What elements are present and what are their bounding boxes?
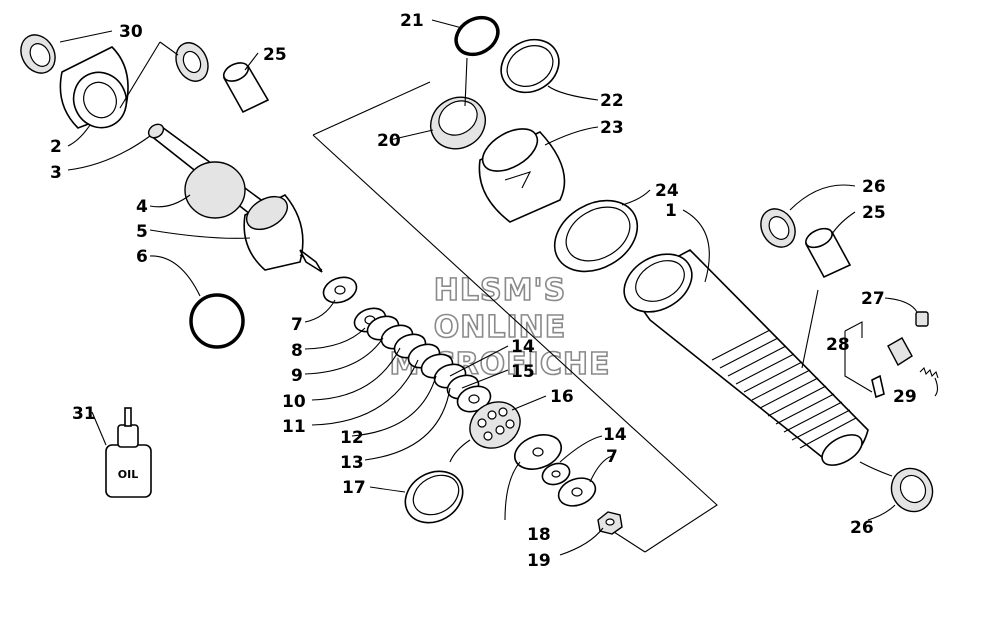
callout-4: 4 — [136, 197, 148, 217]
callout-14-lower: 14 — [603, 425, 627, 445]
callout-2: 2 — [50, 137, 62, 157]
callout-27: 27 — [861, 289, 885, 309]
shim-stack — [353, 307, 492, 413]
screw-27 — [915, 311, 929, 327]
callouts: 30 25 2 3 4 5 6 7 8 9 10 11 12 13 14 15 … — [50, 11, 917, 571]
callout-26-lower: 26 — [850, 518, 874, 538]
washer-7-upper — [322, 276, 358, 304]
callout-8: 8 — [291, 341, 303, 361]
sleeve-25-right — [804, 227, 852, 279]
callout-19: 19 — [527, 551, 551, 571]
callout-11: 11 — [282, 417, 306, 437]
watermark-line-2: ONLINE — [434, 310, 567, 345]
nut-19 — [597, 511, 623, 535]
callout-7-upper: 7 — [291, 315, 303, 335]
seal-22 — [500, 38, 560, 94]
valve-28 — [871, 337, 913, 399]
sleeve-25-upper — [222, 62, 270, 114]
oil-label: OIL — [118, 468, 138, 481]
oil-bottle-31: OIL — [105, 407, 152, 498]
o-ring-21 — [454, 15, 500, 57]
callout-18: 18 — [527, 525, 551, 545]
callout-25-right: 25 — [862, 203, 886, 223]
callout-6: 6 — [136, 247, 148, 267]
callout-15: 15 — [511, 362, 535, 382]
callout-21: 21 — [400, 11, 424, 31]
bumper-4 — [184, 161, 246, 219]
spring-29 — [919, 366, 939, 379]
bushing-26-lower — [890, 467, 934, 513]
housing-23 — [478, 128, 566, 223]
callout-28: 28 — [826, 335, 850, 355]
piston-16 — [469, 401, 521, 449]
callout-1: 1 — [665, 201, 677, 221]
shock-body-1 — [623, 249, 869, 466]
callout-14-upper: 14 — [511, 337, 535, 357]
washer-lower-large — [513, 434, 563, 470]
seal-24 — [553, 199, 639, 273]
bushing-30-right — [175, 42, 209, 82]
callout-5: 5 — [136, 222, 148, 242]
callout-20: 20 — [377, 131, 401, 151]
callout-24: 24 — [655, 181, 679, 201]
callout-9: 9 — [291, 366, 303, 386]
o-ring-6 — [189, 293, 245, 349]
eyelet-housing-2 — [59, 46, 129, 129]
callout-25-upper: 25 — [263, 45, 287, 65]
callout-7-lower: 7 — [606, 447, 618, 467]
bushing-30-left — [20, 34, 56, 74]
assembly-bracket — [312, 81, 873, 553]
callout-22: 22 — [600, 91, 624, 111]
washer-7-lower — [557, 477, 597, 507]
callout-26-upper: 26 — [862, 177, 886, 197]
callout-10: 10 — [282, 392, 306, 412]
callout-30: 30 — [119, 22, 143, 42]
bushing-26-upper — [760, 208, 796, 248]
callout-31: 31 — [72, 404, 96, 424]
callout-12: 12 — [340, 428, 364, 448]
watermark-line-1: HLSM'S — [434, 273, 566, 308]
callout-17: 17 — [342, 478, 366, 498]
washer-14-lower — [541, 462, 571, 486]
callout-23: 23 — [600, 118, 624, 138]
piston-body-5 — [243, 194, 323, 273]
callout-29: 29 — [893, 387, 917, 407]
callout-13: 13 — [340, 453, 364, 473]
cap-20 — [430, 96, 486, 150]
callout-3: 3 — [50, 163, 62, 183]
piston-ring-17 — [404, 470, 464, 524]
callout-16: 16 — [550, 387, 574, 407]
leader-lines — [59, 19, 939, 556]
